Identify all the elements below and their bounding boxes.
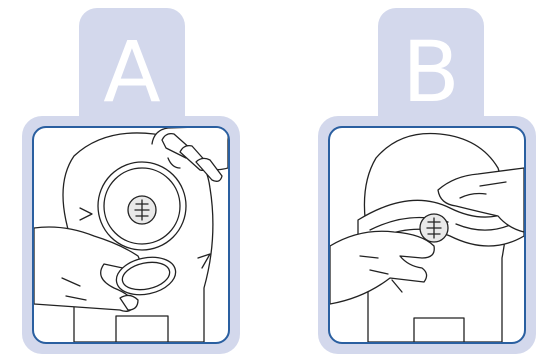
step-a-frame <box>22 116 240 354</box>
step-b-letter: B <box>402 23 460 121</box>
step-a-letter: A <box>103 23 161 121</box>
step-b-tab: B <box>378 8 484 120</box>
step-b-panel: B <box>318 8 536 354</box>
step-a-tab: A <box>79 8 185 120</box>
step-a-panel: A <box>22 8 240 354</box>
pouch-hand-ring-icon <box>34 128 228 342</box>
step-b-illustration-frame <box>328 126 526 344</box>
step-b-frame <box>318 116 536 354</box>
pouch-hands-stretch-icon <box>330 132 524 342</box>
step-a-illustration-frame <box>32 126 230 344</box>
